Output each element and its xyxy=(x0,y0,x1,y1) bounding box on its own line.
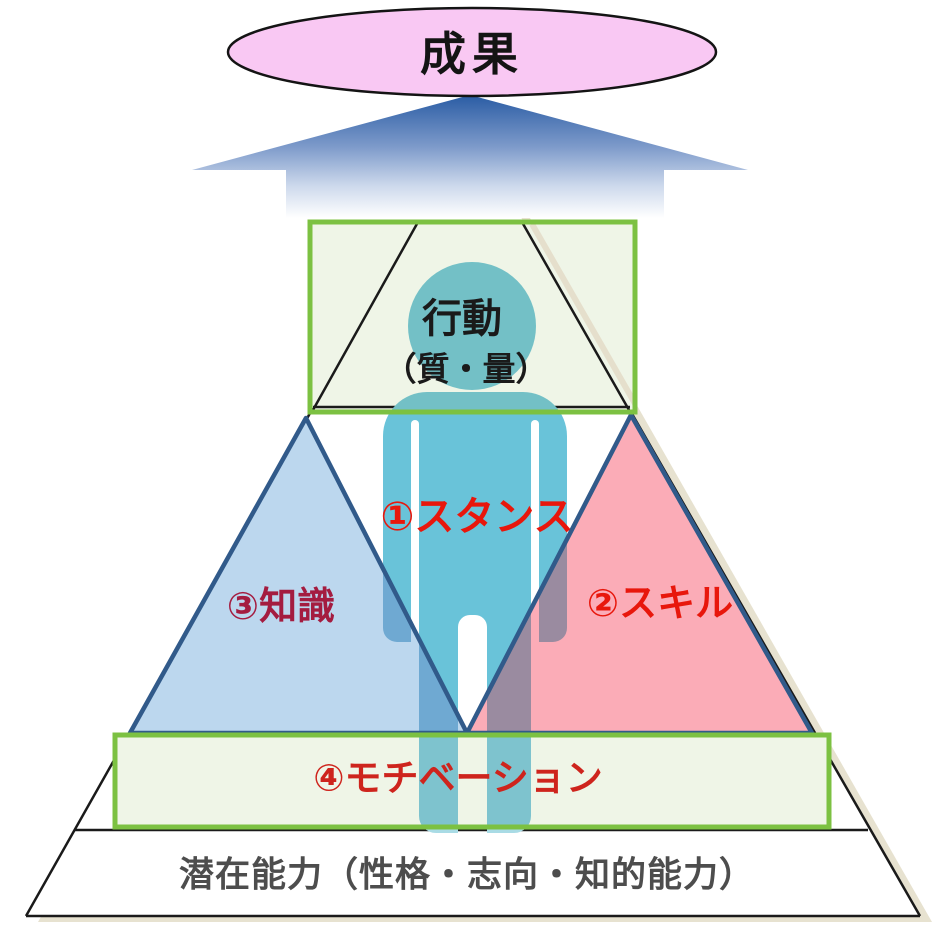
up-arrow-icon xyxy=(192,95,748,218)
person-legs-in-motivation-box xyxy=(370,735,582,827)
result-ellipse xyxy=(226,6,718,98)
motivation-box-border xyxy=(112,732,832,830)
person-feet xyxy=(380,827,580,867)
knowledge-label: ③知識 xyxy=(226,584,336,628)
behavior-label: 行動 xyxy=(422,296,502,342)
potential-label: 潜在能力（性格・志向・知的能力） xyxy=(178,855,756,896)
person-head-shoulders xyxy=(370,250,582,412)
result-label: 成果 xyxy=(420,27,524,81)
motivation-label: ④モチベーション xyxy=(313,756,603,800)
behavior-box-border xyxy=(307,219,638,415)
skill-label: ②スキル xyxy=(586,581,734,625)
stance-label: ①スタンス xyxy=(380,494,574,540)
behavior-sublabel: （質・量） xyxy=(383,349,549,389)
